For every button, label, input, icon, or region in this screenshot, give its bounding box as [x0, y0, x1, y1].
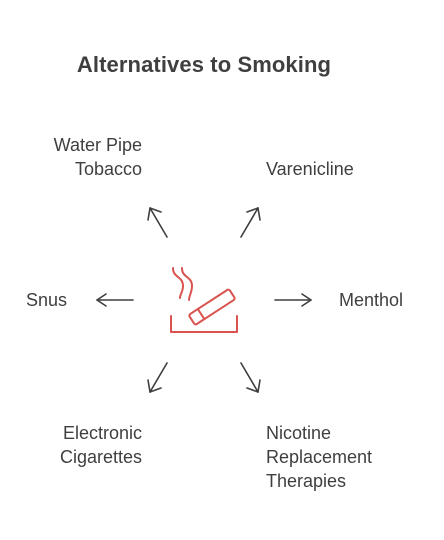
label-line: Electronic — [62, 423, 142, 443]
arrow-snus — [96, 293, 134, 307]
arrow-varenicline — [240, 207, 261, 238]
label-line: Replacement — [266, 447, 373, 467]
arrow-nrt — [240, 362, 261, 393]
label-nicotine-replacement-therapies: Nicotine Replacement Therapies — [266, 421, 372, 493]
label-line: Menthol — [339, 290, 404, 310]
label-line: Snus — [26, 290, 68, 310]
label-line: Tobacco — [74, 159, 142, 179]
label-line: Cigarettes — [59, 447, 142, 467]
arrow-electronic — [147, 362, 168, 393]
label-line: Nicotine — [266, 423, 332, 443]
label-water-pipe-tobacco: Water Pipe Tobacco — [54, 133, 142, 181]
label-line: Water Pipe — [53, 135, 142, 155]
ashtray-icon — [170, 315, 238, 333]
label-electronic-cigarettes: Electronic Cigarettes — [60, 421, 142, 469]
arrow-menthol — [274, 293, 312, 307]
label-menthol: Menthol — [339, 288, 403, 312]
cigarette-icon — [170, 267, 238, 333]
arrow-water-pipe — [147, 207, 168, 238]
label-line: Therapies — [266, 471, 347, 491]
label-varenicline: Varenicline — [266, 157, 354, 181]
smoke-icon — [172, 267, 184, 299]
diagram-title: Alternatives to Smoking — [76, 52, 332, 77]
label-line: Varenicline — [266, 159, 354, 179]
label-snus: Snus — [26, 288, 67, 312]
